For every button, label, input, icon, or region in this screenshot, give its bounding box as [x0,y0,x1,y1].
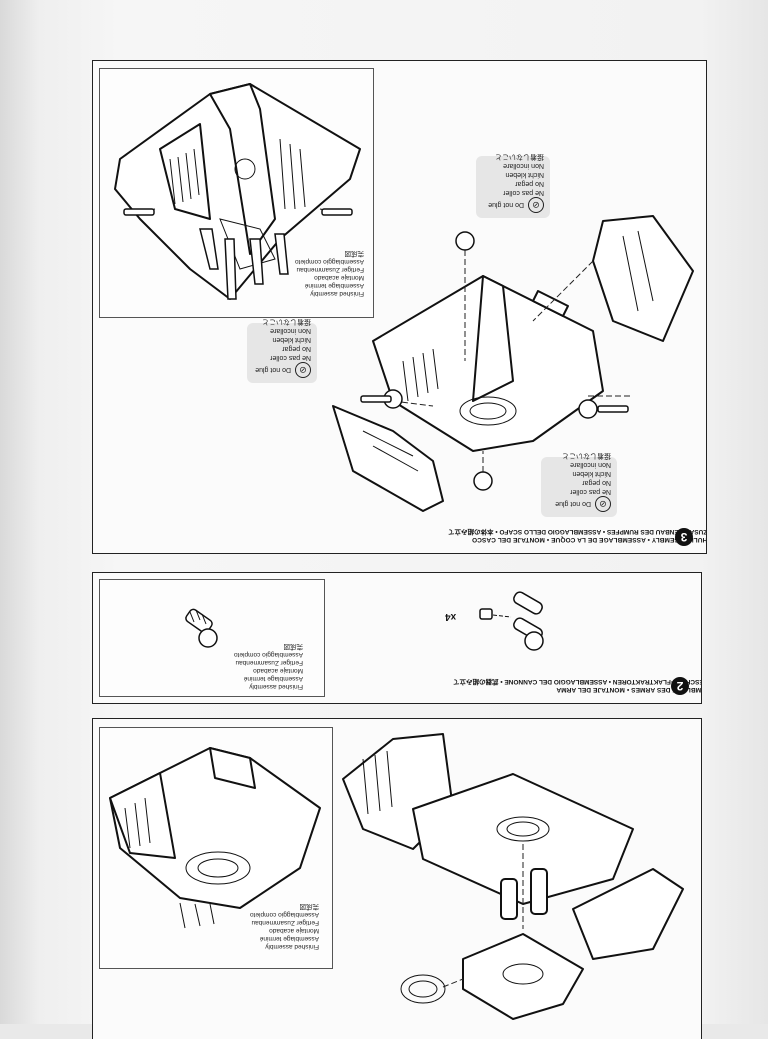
no-glue-es: No pegar [515,180,544,187]
no-glue-es: No pegar [582,479,611,486]
step-3-finished-drawing [100,69,373,317]
step-3-no-glue-callout-top: ⊘ Do not glue Ne pas coller No pegar Nich… [476,153,550,218]
no-glue-icon: ⊘ [595,496,611,512]
step-2-panel: Finished assembly Assemblage terminé Mon… [92,572,702,704]
step-3-heading-line2: ZUSAMMENBAU DES RUMPFES • ASSEMBLAGGIO D… [448,528,707,535]
step-2-finished-inset: Finished assembly Assemblage terminé Mon… [99,579,325,697]
no-glue-en: Do not glue [488,201,524,209]
no-glue-fr: Ne pas coller [270,354,311,361]
no-glue-ja: 接着しないこと [262,318,311,325]
no-glue-de: Nicht kleben [505,171,544,178]
no-glue-icon: ⊘ [295,362,311,378]
no-glue-it: Non incollare [570,461,611,468]
step-2-heading-line2: ZUSAMMENBAU DER GESCHÜTZ-FLAKTRAKTOREN •… [453,678,702,685]
no-glue-de: Nicht kleben [272,336,311,343]
step-1-finished-drawing [100,728,332,968]
step-3-finished-inset: Finished assembly Assemblage terminé Mon… [99,68,374,318]
no-glue-fr: Ne pas coller [570,488,611,495]
no-glue-en: Do not glue [555,500,591,508]
no-glue-en: Do not glue [255,366,291,374]
step-3-heading-line1: HULL ASSEMBLY • ASSEMBLAGE DE LA COQUE •… [471,536,707,543]
step-2-number-badge: 2 [671,677,689,695]
step-3-exploded-drawing [93,61,706,553]
step-3-no-glue-callout-bottom: ⊘ Do not glue Ne pas coller No pegar Nich… [541,452,617,517]
step-3-panel: Finished assembly Assemblage terminé Mon… [92,60,707,554]
no-glue-de: Nicht kleben [572,470,611,477]
no-glue-ja: 接着しないこと [495,153,544,160]
no-glue-ja: 接着しないこと [562,452,611,459]
no-glue-fr: Ne pas coller [503,189,544,196]
step-2-multiplier: x4 [445,611,457,622]
step-1-exploded-drawing [93,719,701,1025]
step-2-finished-drawing [100,580,324,696]
step-2-heading-line1: GUN ASSEMBLY • ASSEMBLAGE DES ARMES • MO… [556,686,701,693]
step-3-heading: HULL ASSEMBLY • ASSEMBLAGE DE LA COQUE •… [448,527,707,543]
step-2-heading: GUN ASSEMBLY • ASSEMBLAGE DES ARMES • MO… [453,677,702,693]
no-glue-it: Non incollare [503,162,544,169]
step-1-finished-inset: Finished assembly Assemblage terminé Mon… [99,727,333,969]
no-glue-icon: ⊘ [528,197,544,213]
no-glue-it: Non incollare [270,327,311,334]
step-2-exploded-drawing [93,573,701,703]
step-1-panel: Finished assembly Assemblage terminé Mon… [92,718,702,1039]
step-3-number-badge: 3 [675,528,693,546]
no-glue-es: No pegar [282,345,311,352]
step-3-no-glue-callout-left: ⊘ Do not glue Ne pas coller No pegar Nich… [247,318,317,383]
